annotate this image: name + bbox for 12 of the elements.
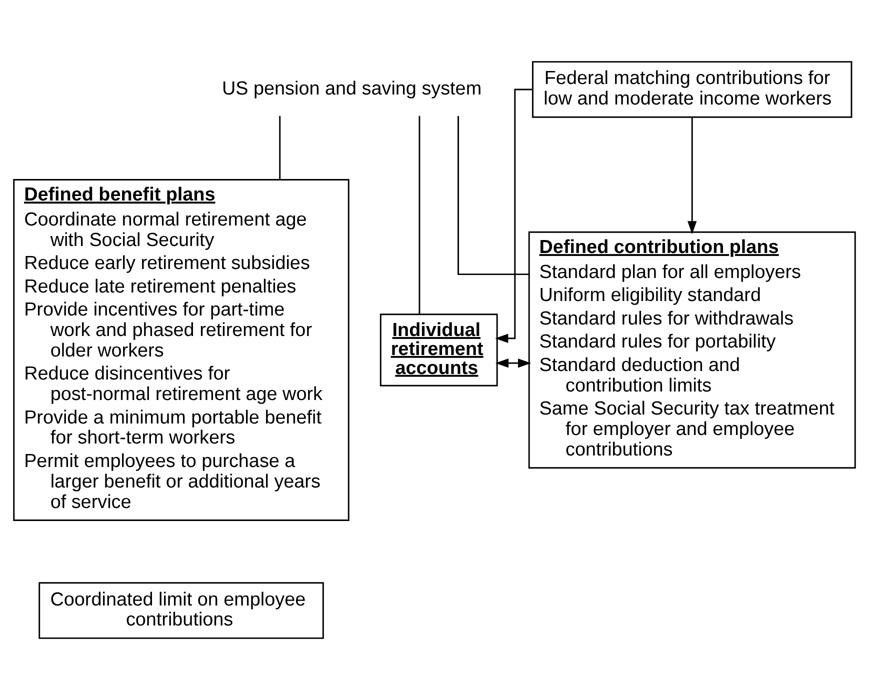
node-box: Federal matching contributions for low and moderate income workers bbox=[532, 61, 852, 118]
node-box: Individual retirement accounts bbox=[380, 314, 498, 386]
node-box: Defined contribution plans Standard plan for all employers Uniform eligibility standard Standard rules for withdrawals Standard rules for portability Standard deduction and contribution limits Same Social Security tax treatment for employer and employee contributions bbox=[528, 231, 856, 469]
arrow bbox=[688, 117, 697, 234]
connector bbox=[418, 116, 420, 314]
node-box: Defined benefit plans Coordinate normal retirement age with Social Security Reduce early retirement subsidies Reduce late retirement penalties Provide incentives for part-time work and phased retirement for older workers Reduce disincentives for post-normal retirement age work Provide a minimum portable benefit for short-term workers Permit employees to purchase a larger benefit or additional years of service bbox=[13, 178, 350, 522]
arrow bbox=[495, 88, 533, 343]
node-box: Coordinated limit on employee contributions bbox=[38, 582, 324, 639]
connector bbox=[279, 116, 281, 180]
arrow bbox=[495, 358, 532, 368]
connector bbox=[458, 116, 530, 276]
node-text: US pension and saving system bbox=[222, 78, 482, 100]
